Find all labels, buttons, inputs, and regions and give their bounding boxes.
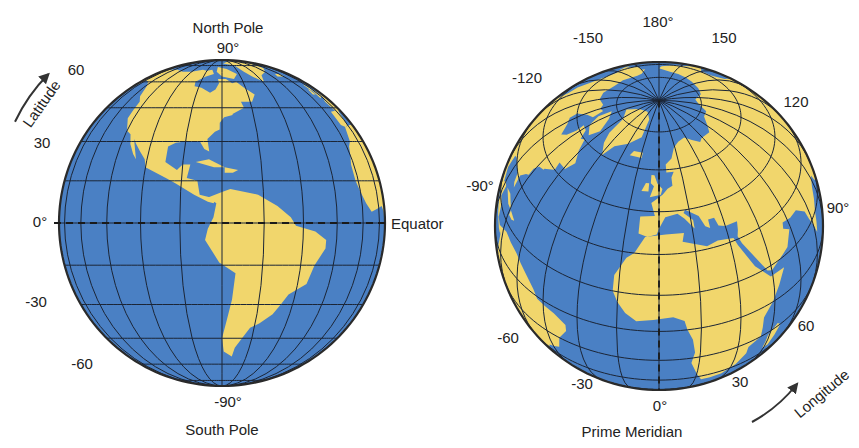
degree-label: -60 xyxy=(497,330,519,347)
degree-label: 30 xyxy=(34,135,51,152)
land-mass xyxy=(589,111,612,135)
land-mass xyxy=(217,67,237,79)
meridian-label: Prime Meridian xyxy=(582,424,683,441)
degree-label: -60 xyxy=(71,356,93,373)
degree-label: -30 xyxy=(25,294,47,311)
prime-meridian-line xyxy=(658,100,660,390)
axis-label: Latitude xyxy=(20,77,64,130)
pole-label: South Pole xyxy=(185,422,258,439)
degree-label: 90° xyxy=(217,40,240,57)
degree-label: -90° xyxy=(214,394,242,411)
degree-label: 60 xyxy=(798,318,815,335)
degree-label: 180° xyxy=(642,14,673,31)
land-mass xyxy=(650,175,663,197)
land-mass xyxy=(509,210,514,220)
land-mass xyxy=(225,167,238,172)
degree-label: 150 xyxy=(711,30,736,47)
graticule xyxy=(495,62,823,390)
land-mass xyxy=(196,159,225,167)
degree-label: -150 xyxy=(573,30,603,47)
land-mass xyxy=(508,187,511,210)
land-mass xyxy=(127,69,255,203)
degree-label: -30 xyxy=(571,376,593,393)
degree-label: 60 xyxy=(68,62,85,79)
degree-label: -120 xyxy=(512,70,542,87)
axis-label: Longitude xyxy=(791,366,852,421)
land-mass xyxy=(641,183,649,192)
longitude-arrow xyxy=(752,384,797,422)
degree-label: 0° xyxy=(33,214,47,231)
longitude-globe xyxy=(495,62,823,390)
pole-label: North Pole xyxy=(193,20,264,37)
degree-label: 90° xyxy=(827,200,850,217)
ocean xyxy=(495,62,823,390)
equator-line xyxy=(54,222,388,224)
degree-label: -90° xyxy=(466,178,494,195)
land-mass xyxy=(282,71,349,127)
equator-label: Equator xyxy=(391,216,444,233)
degree-label: 30 xyxy=(732,374,749,391)
land-mass xyxy=(308,89,316,94)
degree-label: 120 xyxy=(783,94,808,111)
globe-outline xyxy=(495,62,823,390)
degree-label: 0° xyxy=(653,398,667,415)
